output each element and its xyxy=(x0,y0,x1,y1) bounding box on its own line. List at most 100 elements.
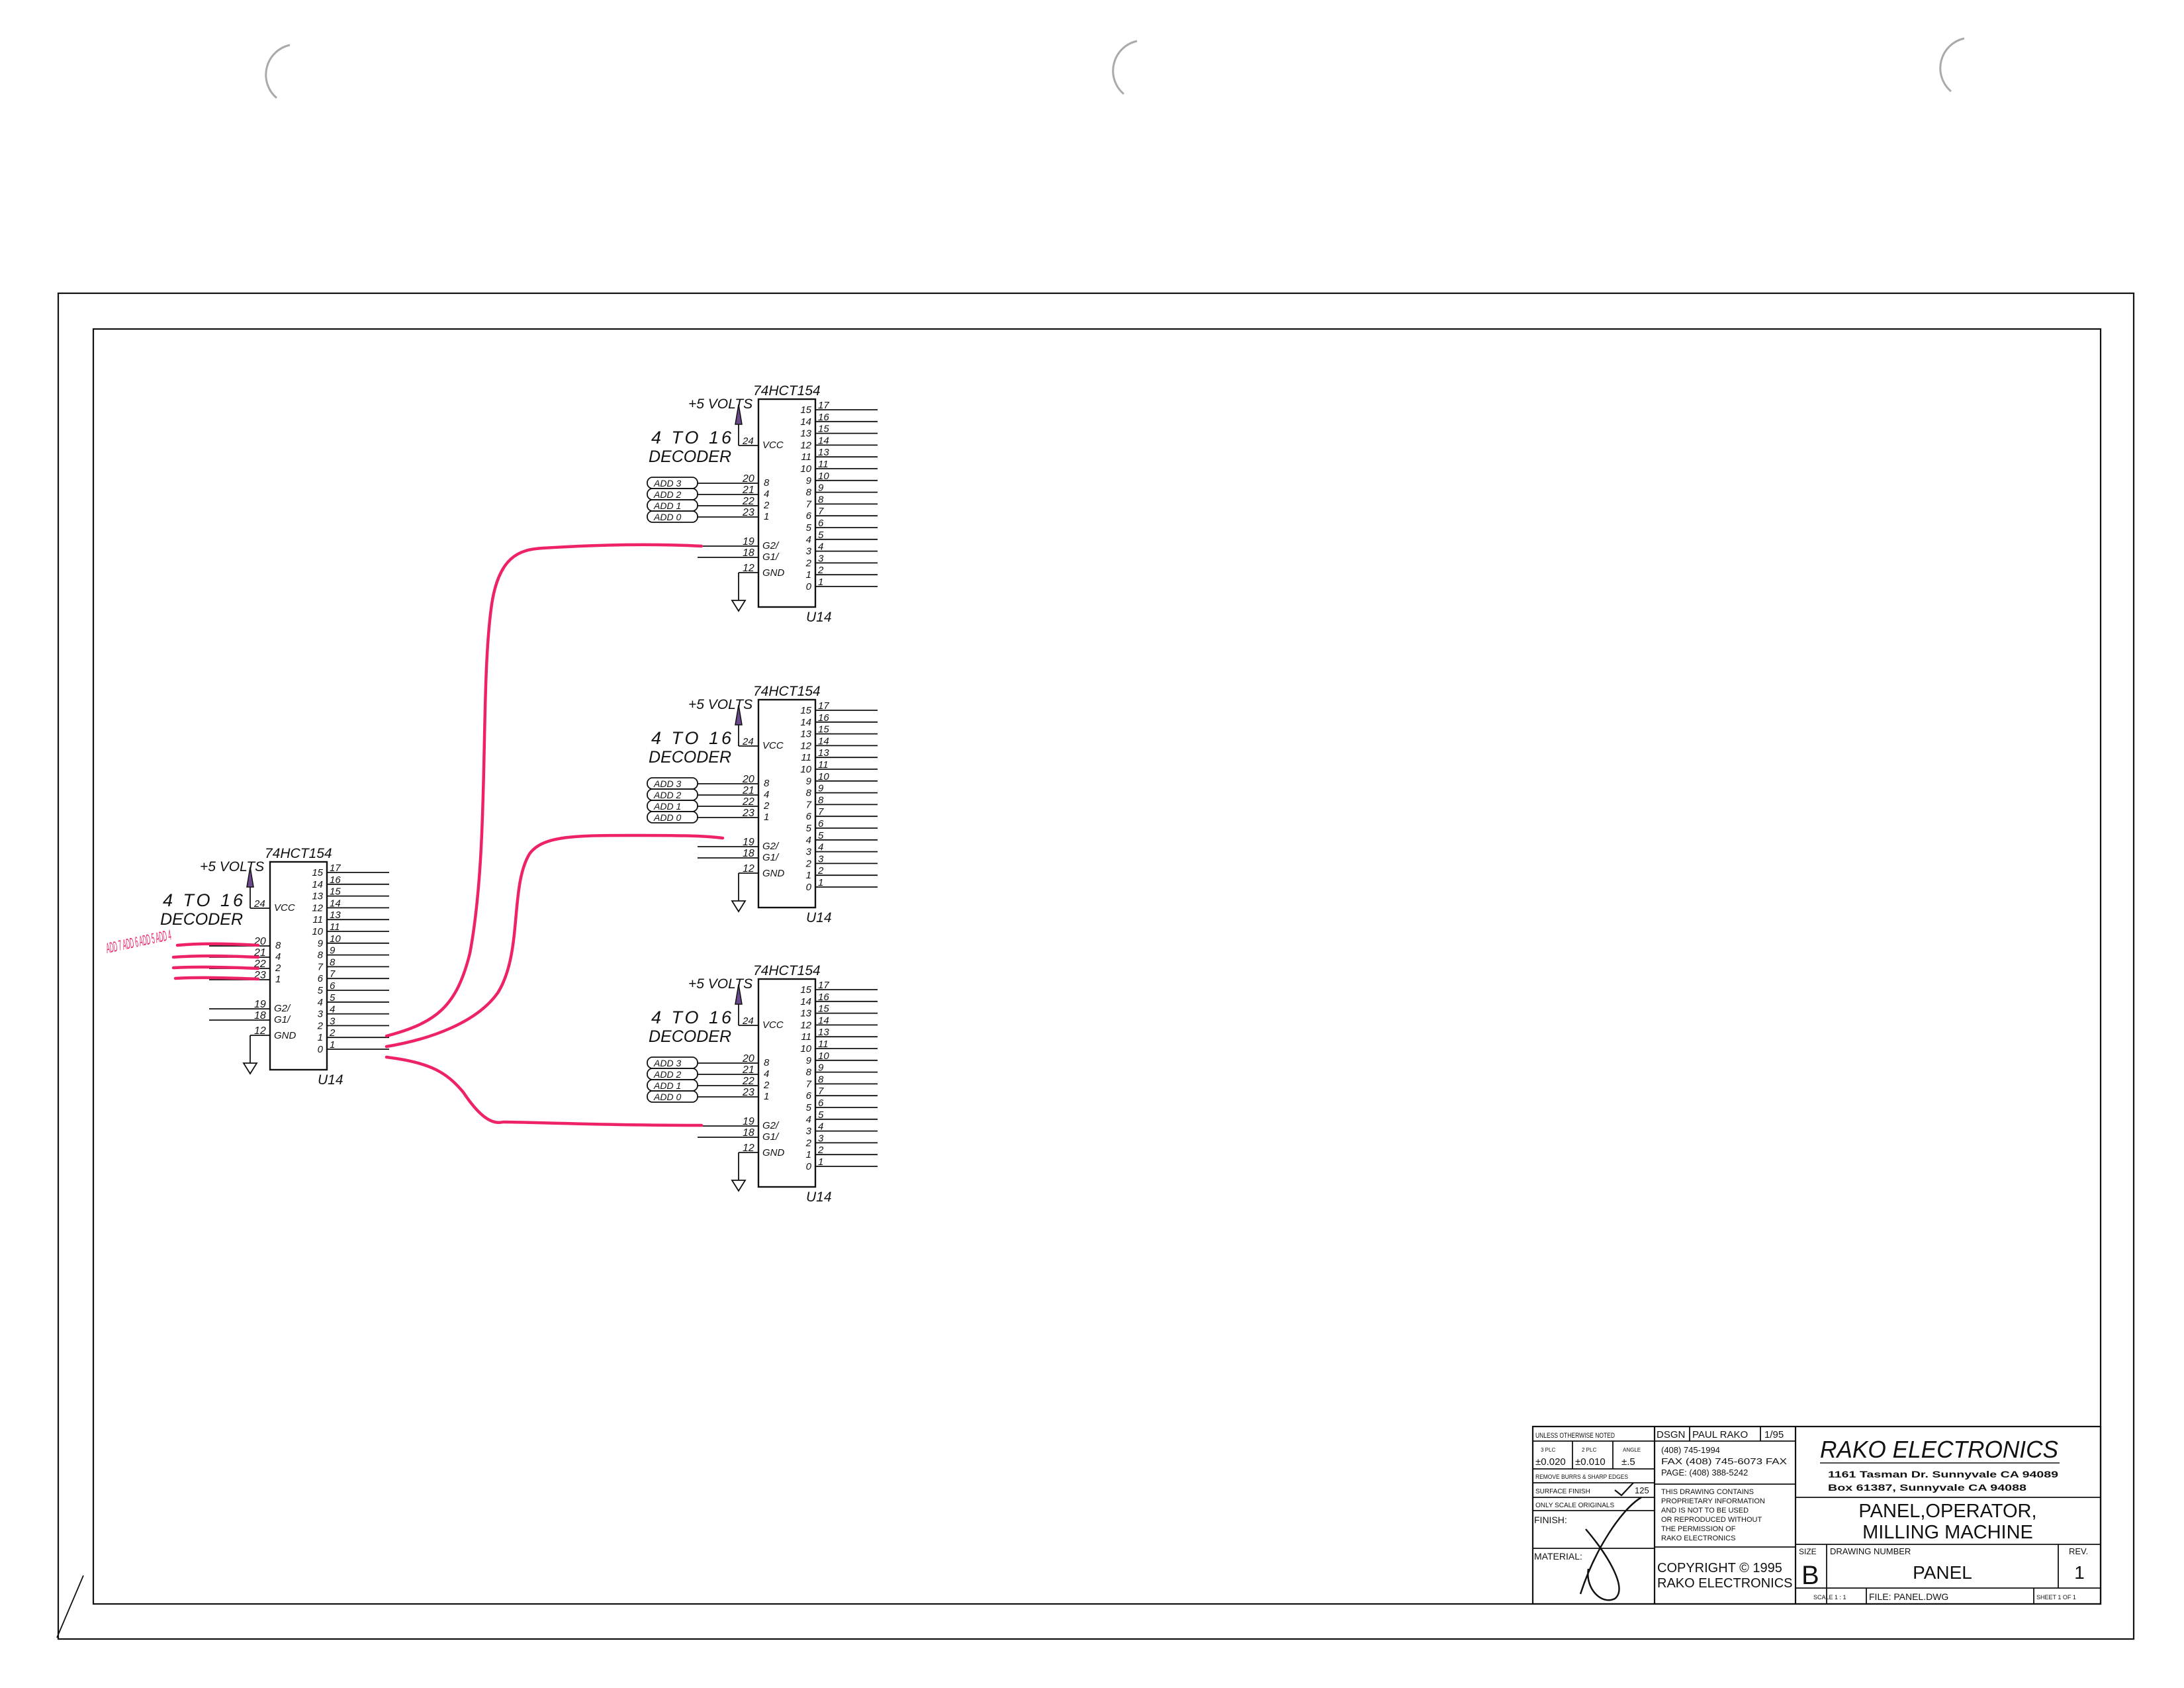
output-pin-number: 8 xyxy=(330,957,336,968)
output-number: 14 xyxy=(800,416,811,428)
output-number: 6 xyxy=(806,1090,812,1102)
addr-pin-label: 2 xyxy=(763,800,770,812)
rev-label: REV. xyxy=(2069,1546,2088,1556)
output-pin-number: 11 xyxy=(818,459,829,470)
gnd-pin-number: 12 xyxy=(743,1143,754,1154)
design-date: 1/95 xyxy=(1764,1429,1784,1440)
enable-pin-label: G1/ xyxy=(762,551,780,563)
output-pin-number: 8 xyxy=(818,1074,824,1085)
drawing-number-label: DRAWING NUMBER xyxy=(1830,1546,1911,1556)
addr-net-label: ADD 1 xyxy=(653,801,681,812)
output-pin-number: 9 xyxy=(330,945,336,957)
output-number: 12 xyxy=(800,1019,811,1031)
output-pin-number: 7 xyxy=(330,968,336,980)
enable-pin-label: G1/ xyxy=(762,852,780,863)
output-number: 8 xyxy=(806,788,812,799)
chip-reference: U14 xyxy=(806,610,832,625)
output-pin-number: 13 xyxy=(818,1027,829,1038)
vcc-pin-label: VCC xyxy=(762,740,784,751)
scale-note: ONLY SCALE ORIGINALS xyxy=(1535,1502,1614,1509)
addr-net-label: ADD 0 xyxy=(653,812,681,823)
enable-pin-label: G2/ xyxy=(762,540,780,551)
output-number: 1 xyxy=(806,569,811,581)
red-stub-addr-3 xyxy=(171,965,260,970)
output-number: 12 xyxy=(312,902,323,914)
output-number: 5 xyxy=(806,1102,812,1113)
gnd-pin-label: GND xyxy=(762,1147,785,1158)
surface-finish-value: 125 xyxy=(1635,1485,1649,1495)
drawing-number: PANEL xyxy=(1913,1562,1972,1583)
addr-net-label: ADD 2 xyxy=(653,1069,681,1080)
enable-pin-label: G2/ xyxy=(762,841,780,852)
output-pin-number: 5 xyxy=(818,830,824,841)
addr-pin-number: 20 xyxy=(742,473,754,485)
output-number: 2 xyxy=(317,1020,324,1031)
ground-icon xyxy=(731,1180,747,1192)
output-pin-number: 7 xyxy=(818,506,824,517)
company-address-2: Box 61387, Sunnyvale CA 94088 xyxy=(1828,1482,2026,1493)
output-number: 13 xyxy=(312,891,323,902)
copyright-line: COPYRIGHT © 1995 xyxy=(1657,1561,1782,1575)
output-number: 7 xyxy=(318,961,324,972)
output-pin-number: 13 xyxy=(330,910,341,921)
output-pin-number: 4 xyxy=(330,1004,335,1015)
inner-border xyxy=(92,328,2102,1605)
addr-pin-label: 4 xyxy=(764,489,769,500)
svg-text:3 PLC: 3 PLC xyxy=(1541,1447,1555,1453)
vcc-pin-number: 24 xyxy=(253,898,265,910)
enable-pin-number: 18 xyxy=(254,1010,266,1021)
binder-hole-center xyxy=(1112,40,1138,95)
output-pin-number: 13 xyxy=(818,747,829,759)
chip-part-number: 74HCT154 xyxy=(265,846,332,861)
proprietary-line-6: RAKO ELECTRONICS xyxy=(1661,1534,1735,1542)
output-number: 10 xyxy=(800,463,811,475)
enable-pin-label: G2/ xyxy=(274,1003,291,1014)
output-number: 6 xyxy=(806,510,812,522)
addr-pin-label: 8 xyxy=(764,477,770,489)
output-number: 12 xyxy=(800,440,811,451)
output-pin-number: 9 xyxy=(818,783,824,794)
output-pin-number: 1 xyxy=(818,877,823,888)
addr-pin-label: 1 xyxy=(764,812,769,823)
output-number: 15 xyxy=(312,867,323,878)
output-pin-number: 5 xyxy=(818,1109,824,1121)
enable-pin-number: 18 xyxy=(743,1127,754,1139)
output-number: 7 xyxy=(806,799,812,810)
output-number: 7 xyxy=(806,1078,812,1090)
output-number: 14 xyxy=(312,879,323,890)
addr-pin-label: 8 xyxy=(764,778,770,789)
output-number: 5 xyxy=(806,522,812,534)
addr-pin-label: 8 xyxy=(275,940,281,951)
supply-label: +5 VOLTS xyxy=(200,859,264,874)
output-number: 15 xyxy=(800,705,811,716)
output-pin-number: 9 xyxy=(818,483,824,494)
vcc-pin-label: VCC xyxy=(274,902,295,914)
title-block: UNLESS OTHERWISE NOTED 3 PLC ±0.020 2 PL… xyxy=(1531,1425,2102,1605)
pager-number: PAGE: (408) 388-5242 xyxy=(1661,1468,1748,1477)
addr-pin-label: 4 xyxy=(764,789,769,800)
decoder-title-1: 4 TO 16 xyxy=(651,728,734,748)
output-pin-number: 16 xyxy=(818,992,829,1003)
output-pin-number: 1 xyxy=(330,1039,335,1051)
output-pin-number: 2 xyxy=(817,1145,824,1156)
output-pin-number: 4 xyxy=(818,842,823,853)
output-number: 5 xyxy=(318,985,324,996)
output-pin-number: 10 xyxy=(818,1051,829,1062)
tolerance-2plc: ±0.010 xyxy=(1575,1456,1606,1468)
addr-pin-label: 8 xyxy=(764,1057,770,1068)
vcc-pin-number: 24 xyxy=(742,436,754,447)
proprietary-line-1: THIS DRAWING CONTAINS xyxy=(1661,1488,1754,1496)
binder-hole-right xyxy=(1939,37,1965,93)
output-pin-number: 16 xyxy=(818,712,829,724)
output-pin-number: 4 xyxy=(818,1121,823,1133)
approval-checkmark xyxy=(1579,1496,1642,1601)
addr-pin-number: 23 xyxy=(742,1087,754,1098)
output-pin-number: 4 xyxy=(818,541,823,553)
output-number: 9 xyxy=(806,776,812,787)
chip-reference: U14 xyxy=(806,910,832,925)
finish-label: FINISH: xyxy=(1534,1515,1567,1525)
addr-pin-number: 21 xyxy=(742,485,754,496)
output-number: 11 xyxy=(801,1031,811,1043)
